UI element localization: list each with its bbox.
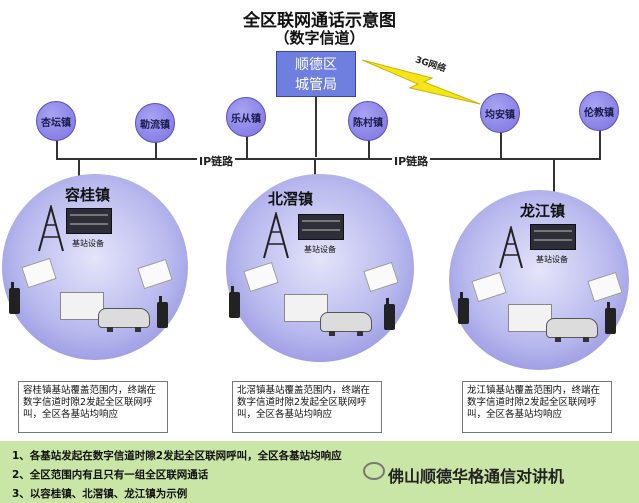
town-drop-line: [155, 142, 157, 160]
tower-icon: [38, 205, 64, 252]
station-name: 龙江镇: [520, 202, 566, 220]
town-node: 乐从镇: [226, 97, 266, 137]
radio-handset-icon: [229, 286, 240, 318]
town-drop-line: [246, 136, 248, 160]
equipment-label: 基站设备: [72, 239, 104, 248]
town-node: 伦教镇: [579, 91, 619, 131]
base-station-equipment: [66, 208, 112, 234]
station-name: 北滘镇: [268, 190, 314, 208]
lightning-icon: [362, 59, 481, 105]
tower-icon: [263, 212, 289, 259]
town-node: 陈村镇: [348, 101, 388, 141]
radio-handset-icon: [458, 292, 469, 324]
ip-link-label: IP链路: [197, 153, 236, 169]
tower-icon: [499, 226, 523, 269]
vehicle-icon: [320, 312, 372, 336]
notes-footer: 1、各基站发起在数字信道时隙2发起全区联网呼叫，全区各基站均响应 2、全区范围内…: [0, 441, 639, 503]
dispatch-monitor-icon: [508, 304, 552, 332]
hq-box: 顺德区 城管局: [276, 51, 356, 97]
vehicle-icon: [546, 318, 598, 342]
hq-line2: 城管局: [295, 77, 337, 93]
hq-line1: 顺德区: [295, 57, 337, 73]
town-node: 均安镇: [480, 93, 520, 133]
town-node: 杏坛镇: [36, 101, 76, 141]
note-item: 3、以容桂镇、北滘镇、龙江镇为示例: [12, 488, 188, 500]
ip-backbone-line: [56, 158, 600, 160]
base-station-equipment: [298, 214, 344, 240]
ip-link-label: IP链路: [392, 153, 431, 169]
wechat-icon: [363, 462, 385, 480]
town-drop-line: [368, 140, 370, 160]
radio-handset-icon: [605, 302, 616, 334]
town-drop-line: [599, 130, 601, 160]
hq-trunk-line: [315, 97, 317, 157]
station-name: 容桂镇: [65, 186, 111, 204]
town-drop-line: [56, 140, 58, 160]
equipment-label: 基站设备: [536, 255, 568, 264]
station-description: 北滘镇基站覆盖范围内，终端在数字信道时隙2发起全区联网呼叫，全区各基站均响应: [232, 381, 382, 433]
station-description: 龙江镇基站覆盖范围内，终端在数字信道时隙2发起全区联网呼叫，全区各基站均响应: [462, 381, 612, 433]
station-description: 容桂镇基站覆盖范围内，终端在数字信道时隙2发起全区联网呼叫，全区各基站均响应: [18, 381, 168, 433]
town-drop-line: [500, 132, 502, 160]
town-node: 勒流镇: [135, 103, 175, 143]
radio-handset-icon: [157, 296, 168, 328]
note-item: 1、各基站发起在数字信道时隙2发起全区联网呼叫，全区各基站均响应: [12, 450, 342, 462]
radio-handset-icon: [384, 298, 395, 330]
brand-watermark: 佛山顺德华格通信对讲机: [388, 467, 565, 486]
note-item: 2、全区范围内有且只有一组全区联网通话: [12, 469, 209, 481]
vehicle-icon: [98, 308, 150, 332]
radio-handset-icon: [9, 282, 20, 314]
diagram-title: 全区联网通话示意图: [243, 11, 396, 31]
dispatch-monitor-icon: [60, 292, 104, 320]
base-station-equipment: [530, 224, 576, 250]
diagram-subtitle: （数字信道）: [274, 29, 365, 47]
equipment-label: 基站设备: [304, 245, 336, 254]
station-drop-line: [553, 158, 555, 198]
